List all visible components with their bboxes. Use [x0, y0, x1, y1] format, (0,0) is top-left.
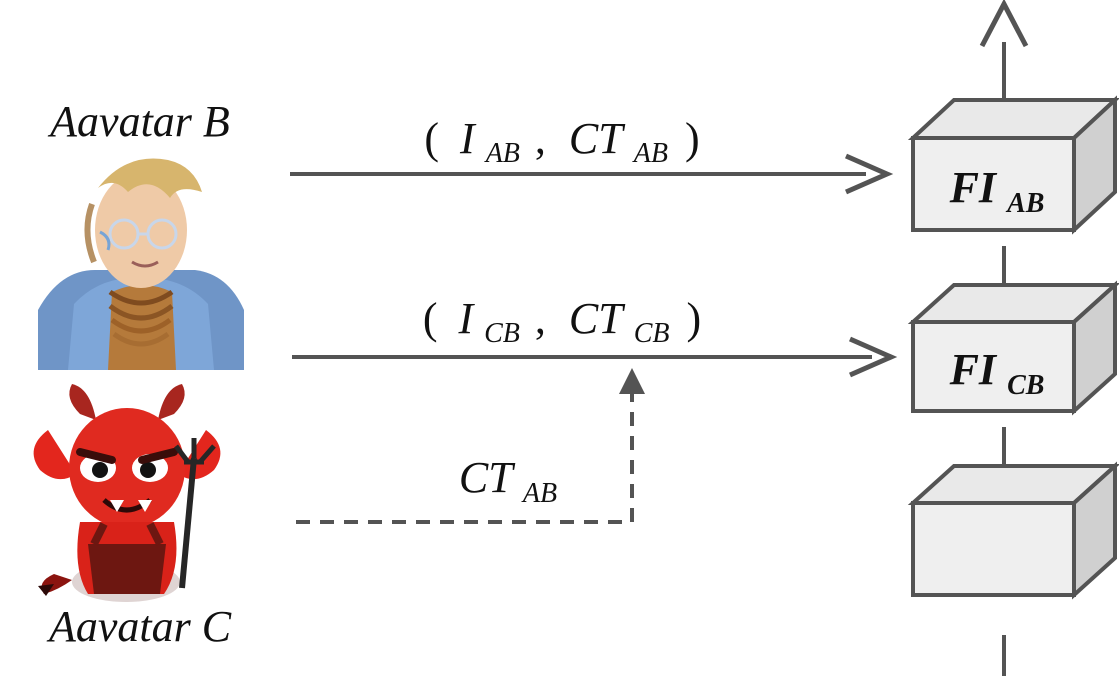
edge-cb-i-sub: CB — [484, 318, 520, 349]
edge-ab-ct-main: CT — [569, 114, 626, 163]
left-pupil — [92, 462, 108, 478]
fi-ab-sub: AB — [1005, 188, 1044, 219]
edge-label-cb-text: ( I CB , CT CB ) — [423, 294, 701, 352]
arrow-injected-path — [296, 388, 634, 524]
edge-label-ab-text: ( I AB , CT AB ) — [424, 114, 699, 172]
right-fang-shape — [138, 500, 152, 512]
necklace-line-1 — [108, 289, 174, 306]
edge-label-injected-text: CT AB — [459, 453, 557, 509]
stack-output-arrowhead — [979, 0, 1029, 48]
hair-shape — [98, 158, 202, 198]
overall-straps — [90, 522, 164, 546]
devil-avatar-icon — [33, 384, 221, 602]
arrow-injected — [296, 368, 645, 524]
arrow-cb — [292, 336, 898, 378]
left-brow-shape — [76, 448, 116, 464]
fi-cb-label: FI CB — [949, 345, 1045, 401]
tail-tip-shape — [38, 584, 54, 596]
edge-injected-ct-sub: AB — [521, 478, 557, 509]
face-tattoo-shape — [99, 230, 111, 251]
edge-label-injected: CT AB — [459, 453, 557, 509]
edge-ab-open-paren: ( — [424, 114, 439, 163]
right-pupil — [140, 462, 156, 478]
necklace-line-4 — [112, 331, 170, 347]
avatar-c-label: Aavatar C — [46, 602, 232, 651]
edge-label-ab: ( I AB , CT AB ) — [424, 114, 699, 172]
human-avatar-icon — [38, 158, 244, 370]
necklace-area-shape — [108, 285, 176, 370]
fi-cb-block-front — [911, 320, 1076, 413]
fi-cb-block: FI CB — [907, 280, 1119, 416]
trident-handle — [179, 457, 197, 589]
fi-ab-block-front — [911, 136, 1076, 232]
edge-ab-i-main: I — [459, 114, 477, 163]
edge-ab-close-paren: ) — [685, 114, 700, 163]
edge-cb-close-paren: ) — [687, 294, 702, 343]
arrow-cb-head — [848, 336, 898, 378]
trident-prongs — [174, 438, 216, 464]
face-shape — [95, 172, 187, 288]
edge-cb-ct-sub: CB — [634, 318, 670, 349]
hair-side-shape — [84, 202, 97, 264]
devil-head-shape — [69, 408, 185, 528]
avatar-b-label: Aavatar B — [47, 97, 230, 146]
right-ear-shape — [178, 430, 221, 480]
overalls-shape — [88, 544, 166, 594]
arrow-injected-head — [619, 368, 645, 394]
fi-ab-label: FI AB — [949, 163, 1045, 219]
empty-block-front — [911, 501, 1076, 597]
fi-cb-sub: CB — [1007, 370, 1044, 401]
fi-ab-main: FI — [949, 163, 998, 212]
necklace-line-2 — [108, 303, 174, 321]
edge-cb-ct-main: CT — [569, 294, 626, 343]
edge-injected-ct-main: CT — [459, 453, 516, 502]
arrow-ab-head — [844, 153, 894, 195]
edge-cb-separator: , — [535, 294, 546, 343]
necklace-line-3 — [110, 317, 172, 334]
fi-ab-block: FI AB — [907, 95, 1119, 235]
right-horn-shape — [158, 384, 185, 420]
edge-cb-i-main: I — [457, 294, 475, 343]
edge-ab-i-sub: AB — [484, 138, 520, 169]
mouth-shape — [131, 260, 159, 268]
right-brow-shape — [138, 448, 178, 464]
edge-label-cb: ( I CB , CT CB ) — [423, 294, 701, 352]
arrow-ab — [290, 153, 894, 195]
edge-ab-separator: , — [535, 114, 546, 163]
left-horn-shape — [69, 384, 96, 420]
left-fang-shape — [110, 500, 124, 512]
empty-block — [907, 461, 1119, 600]
left-ear-shape — [33, 430, 76, 480]
fi-cb-main: FI — [949, 345, 998, 394]
edge-ab-ct-sub: AB — [632, 138, 668, 169]
edge-cb-open-paren: ( — [423, 294, 438, 343]
